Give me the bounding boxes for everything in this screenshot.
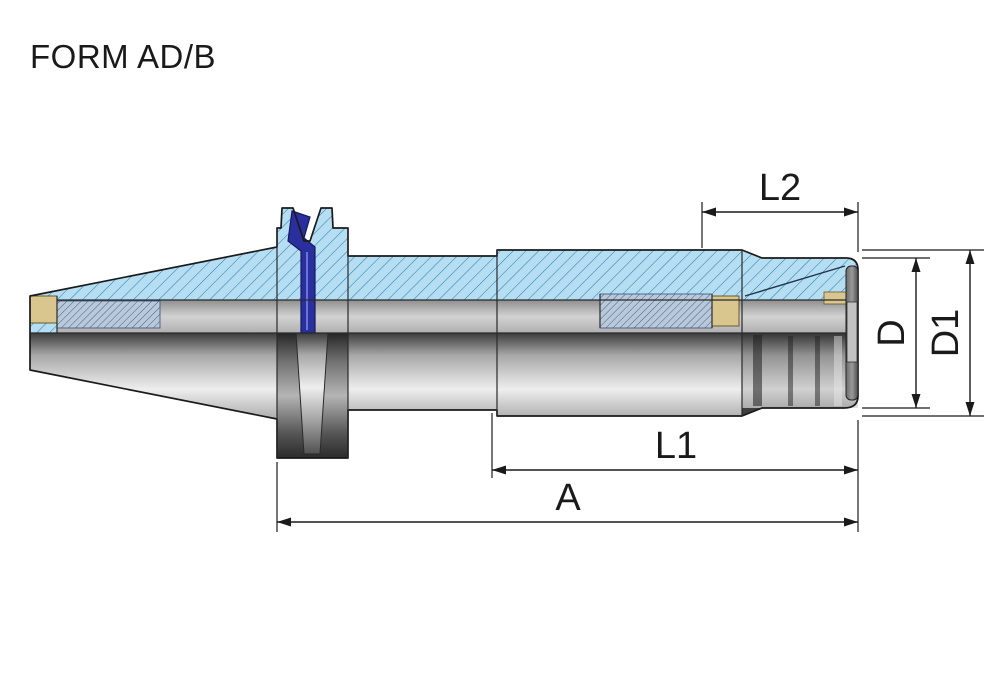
tool-holder-lower-half xyxy=(30,332,858,458)
l1-arrow-right xyxy=(844,465,858,475)
d-arrow-bottom xyxy=(911,394,921,408)
nut-front-bore xyxy=(846,301,858,363)
brass-insert-left xyxy=(29,295,58,324)
lower-outline xyxy=(29,333,859,459)
brass-insert-right xyxy=(711,295,740,327)
page-title: FORM AD/B xyxy=(30,38,216,75)
dim-label-d: D xyxy=(871,319,913,346)
d1-arrow-top xyxy=(965,250,975,264)
part-edges xyxy=(29,207,859,459)
nut-groove-2 xyxy=(815,336,820,406)
a-arrow-right xyxy=(844,517,858,527)
collet-cone-line xyxy=(744,265,846,297)
clamping-thread xyxy=(599,293,713,329)
l1-arrow-left xyxy=(492,465,506,475)
lower-body-silhouette xyxy=(30,333,858,458)
nut-chamfer-highlight xyxy=(834,336,842,406)
dimension-d1: D1 xyxy=(862,249,984,417)
l2-arrow-right xyxy=(844,207,858,217)
nut-groove-wide xyxy=(753,335,762,406)
dim-label-d1: D1 xyxy=(925,309,967,358)
dimension-l1: L1 xyxy=(491,413,859,532)
dim-label-l1: L1 xyxy=(655,425,697,467)
a-arrow-left xyxy=(277,517,291,527)
brass-collet-sliver xyxy=(823,291,847,305)
dimension-a: A xyxy=(276,462,858,532)
nut-groove-1 xyxy=(788,336,793,406)
dimension-d: D xyxy=(862,257,930,409)
d1-arrow-bottom xyxy=(965,402,975,416)
d-arrow-top xyxy=(911,258,921,272)
dim-label-a: A xyxy=(555,477,581,519)
dimension-l2: L2 xyxy=(701,167,859,252)
dim-label-l2: L2 xyxy=(759,167,801,209)
l2-arrow-left xyxy=(702,207,716,217)
pull-stud-thread xyxy=(56,300,161,329)
